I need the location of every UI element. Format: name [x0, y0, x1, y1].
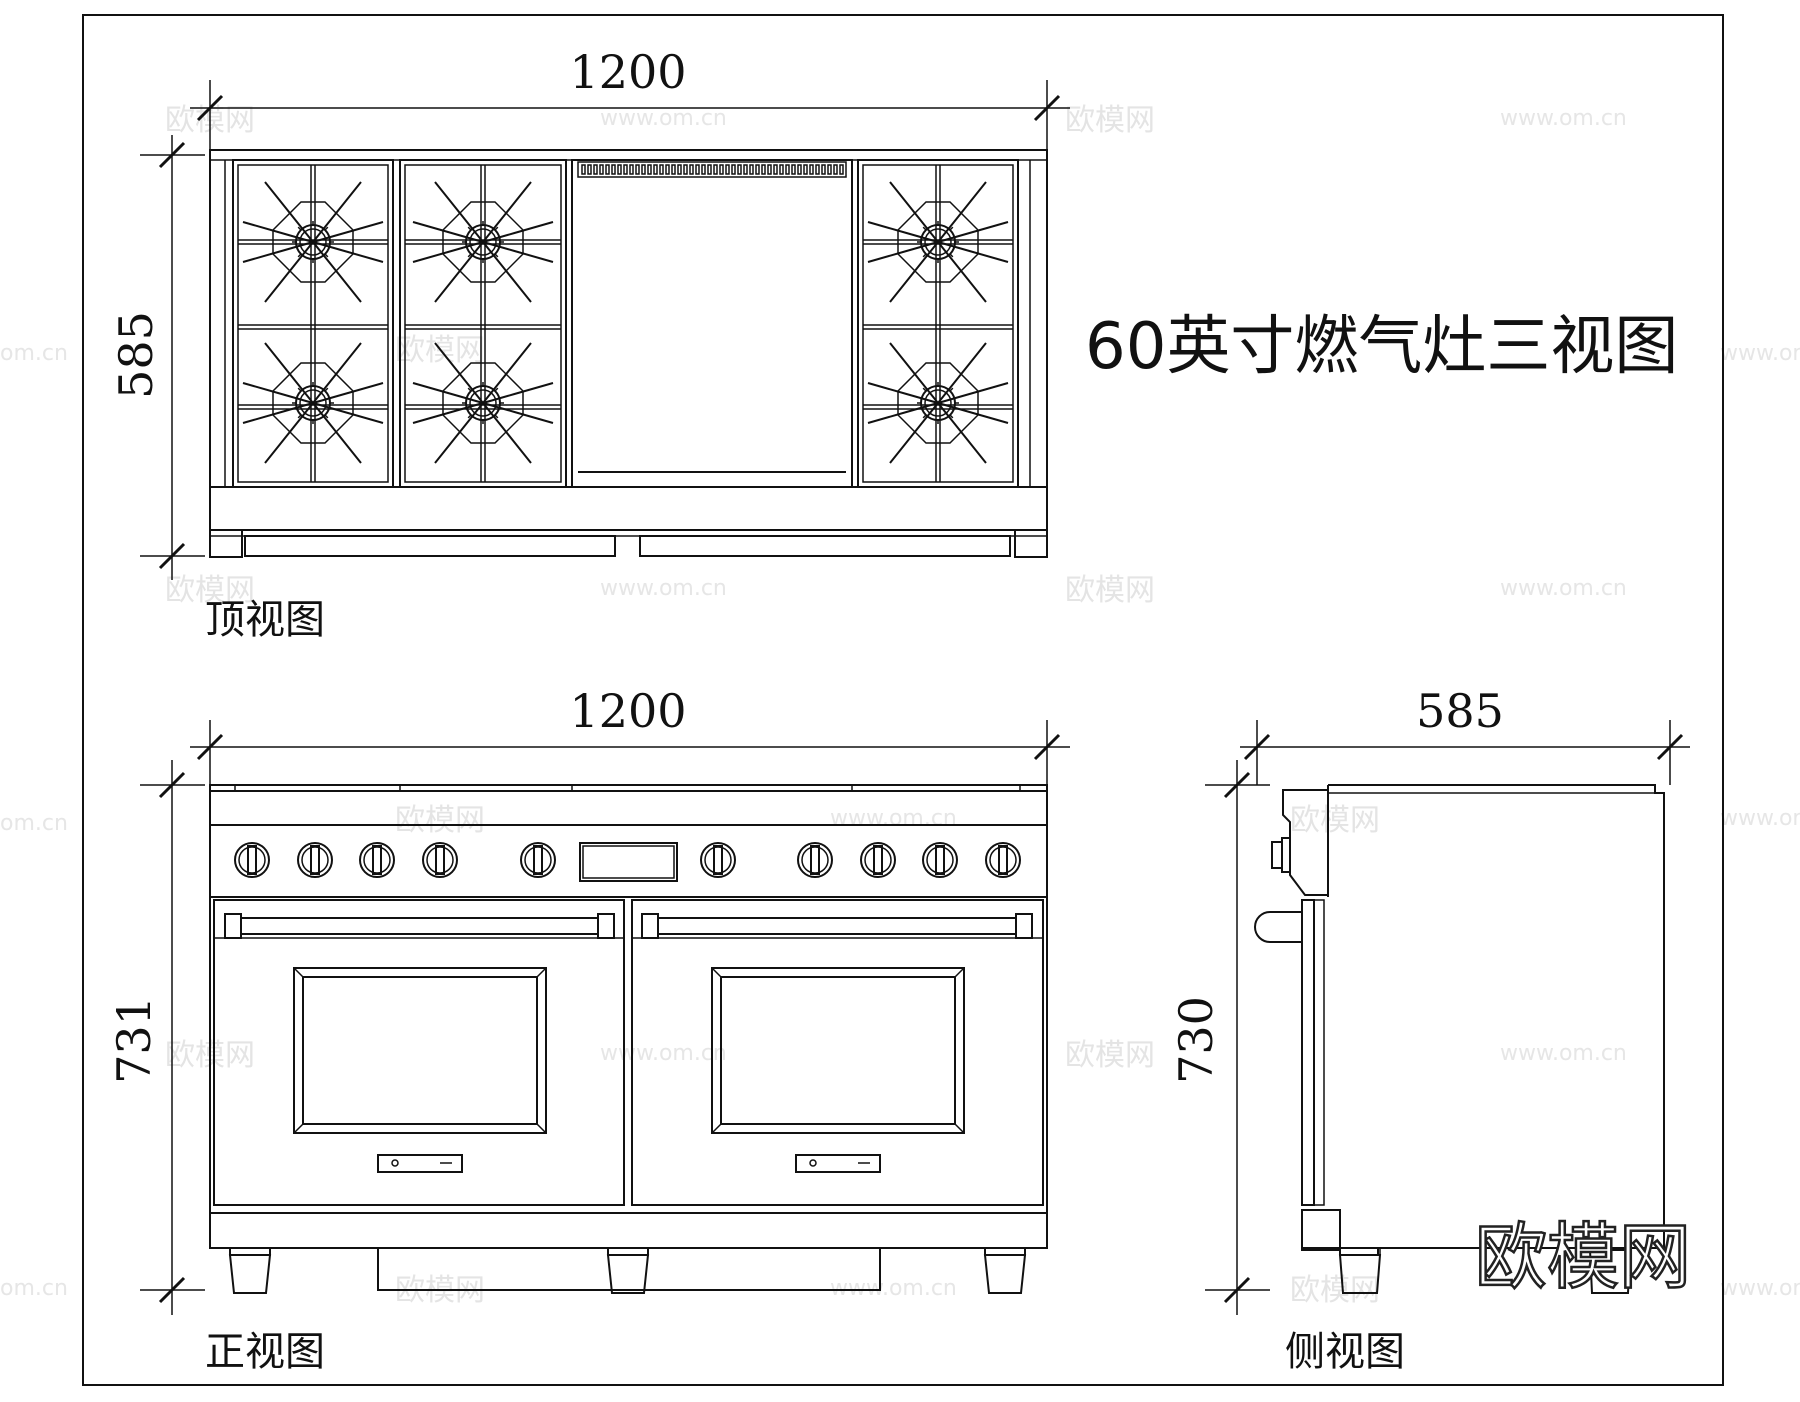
control-knob-6 [700, 842, 736, 878]
svg-text:www.om.cn: www.om.cn [600, 1041, 727, 1066]
oven-left [213, 899, 625, 1206]
svg-text:www.om.cn: www.om.cn [600, 576, 727, 601]
grate-frame [399, 159, 567, 488]
svg-text:欧模网: 欧模网 [165, 573, 255, 608]
top-depth-value: 585 [109, 311, 163, 399]
svg-text:om.cn: om.cn [0, 341, 68, 366]
side-height-dimension: 730 [1169, 760, 1270, 1315]
side-door-handle [1254, 911, 1302, 943]
svg-text:www.om.cn: www.om.cn [830, 1276, 957, 1301]
control-knob-9 [922, 842, 958, 878]
control-knob-7 [797, 842, 833, 878]
svg-text:om.cn: om.cn [0, 811, 68, 836]
svg-text:om.cn: om.cn [0, 1276, 68, 1301]
drawing-frame [82, 14, 1724, 1386]
control-knob-3 [359, 842, 395, 878]
svg-text:欧模网: 欧模网 [1065, 1038, 1155, 1073]
display-panel [579, 842, 678, 882]
control-knob-1 [234, 842, 270, 878]
svg-text:www.om.cn: www.om.cn [1720, 806, 1800, 831]
burner-3-1 [867, 181, 1009, 303]
svg-text:www.om.cn: www.om.cn [1720, 341, 1800, 366]
front-body [209, 790, 1048, 1249]
svg-text:www.om.cn: www.om.cn [1500, 1041, 1627, 1066]
svg-text:www.om.cn: www.om.cn [600, 106, 727, 131]
grate-2 [399, 159, 567, 488]
burner-3-2 [867, 342, 1009, 464]
burner-grates [232, 159, 1019, 488]
side-depth-value: 585 [1416, 684, 1504, 738]
oven-right [631, 899, 1044, 1206]
side-view-label: 侧视图 [1285, 1329, 1405, 1375]
svg-text:www.om.cn: www.om.cn [830, 806, 957, 831]
grate-1 [232, 159, 394, 488]
side-control-panel [1282, 789, 1328, 896]
control-knob-5 [520, 842, 556, 878]
control-knob-8 [860, 842, 896, 878]
side-height-value: 730 [1169, 996, 1223, 1084]
top-view-label: 顶视图 [205, 597, 325, 643]
drawing-title: 60英寸燃气灶三视图 [1085, 310, 1678, 384]
front-height-value: 731 [107, 996, 161, 1084]
side-rear-foot [1588, 1249, 1632, 1294]
top-view: 1200 585 [109, 45, 1070, 643]
grate-frame [857, 159, 1019, 488]
side-depth-dimension: 585 [1240, 684, 1690, 785]
front-height-dimension: 731 [107, 760, 205, 1315]
svg-text:www.om.cn: www.om.cn [1500, 576, 1627, 601]
control-knob-10 [985, 842, 1021, 878]
watermark-layer: 欧模网 www.om.cn 欧模网 www.om.cn om.cn 欧模网 ww… [0, 103, 1800, 1308]
front-width-value: 1200 [569, 684, 686, 738]
front-view-label: 正视图 [205, 1329, 325, 1375]
side-knob [1271, 841, 1283, 869]
front-view: 1200 731 [107, 684, 1070, 1375]
griddle [571, 159, 853, 488]
watermark-logo: 欧模网 [1475, 1215, 1691, 1299]
burner-1-1 [242, 181, 384, 303]
burner-1-2 [242, 342, 384, 464]
front-width-dimension: 1200 [190, 684, 1070, 785]
top-depth-dimension: 585 [109, 135, 205, 580]
svg-text:www.om.cn: www.om.cn [1500, 106, 1627, 131]
control-knob-4 [422, 842, 458, 878]
grate-3 [857, 159, 1019, 488]
svg-text:欧模网: 欧模网 [1290, 1273, 1380, 1308]
control-knobs [234, 842, 1021, 878]
burner-2-2 [412, 342, 554, 464]
svg-text:欧模网: 欧模网 [1065, 103, 1155, 138]
side-oven-door [1301, 899, 1315, 1206]
control-knob-2 [297, 842, 333, 878]
side-body [1328, 784, 1665, 1249]
top-width-value: 1200 [569, 45, 686, 99]
front-feet [228, 1247, 1027, 1294]
top-width-dimension: 1200 [190, 45, 1070, 150]
side-view: 585 730 侧视图 [1169, 684, 1690, 1375]
svg-text:www.om.cn: www.om.cn [1720, 1276, 1800, 1301]
grate-frame [232, 159, 394, 488]
svg-text:欧模网: 欧模网 [1290, 803, 1380, 838]
svg-text:欧模网: 欧模网 [395, 803, 485, 838]
svg-text:欧模网: 欧模网 [1065, 573, 1155, 608]
burner-2-1 [412, 181, 554, 303]
griddle-vent-slots [581, 164, 844, 175]
top-knob-strip [209, 529, 1048, 558]
